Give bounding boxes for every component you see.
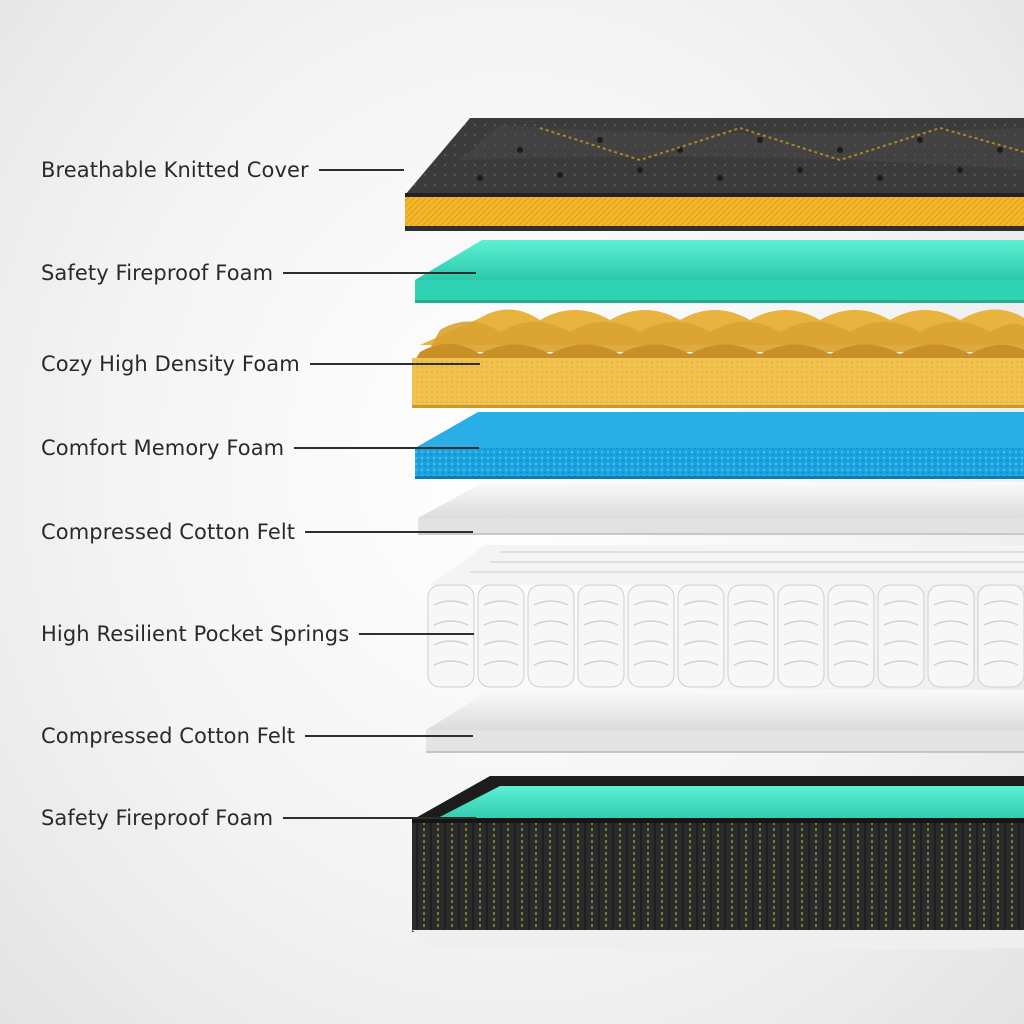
knitted-cover-layer xyxy=(405,118,1024,231)
leader-line xyxy=(305,735,474,737)
label-text: Cozy High Density Foam xyxy=(41,352,300,376)
label-cotton-felt-top: Compressed Cotton Felt xyxy=(41,517,474,547)
label-text: Compressed Cotton Felt xyxy=(41,724,296,748)
label-text: Breathable Knitted Cover xyxy=(41,158,309,182)
label-text: Comfort Memory Foam xyxy=(41,436,285,460)
label-fireproof-foam-base: Safety Fireproof Foam xyxy=(41,803,477,833)
cotton-felt-top-layer xyxy=(418,482,1024,535)
label-text: Safety Fireproof Foam xyxy=(41,261,274,285)
leader-line xyxy=(359,633,475,635)
fireproof-foam-top-layer xyxy=(415,240,1024,303)
label-text: Compressed Cotton Felt xyxy=(41,520,296,544)
leader-line xyxy=(283,272,477,274)
cotton-felt-bottom-layer xyxy=(426,690,1024,753)
leader-line xyxy=(305,531,474,533)
label-breathable-knitted-cover: Breathable Knitted Cover xyxy=(41,155,404,185)
label-fireproof-foam-top: Safety Fireproof Foam xyxy=(41,258,477,288)
label-high-density-foam: Cozy High Density Foam xyxy=(41,349,480,379)
label-memory-foam: Comfort Memory Foam xyxy=(41,433,480,463)
pocket-springs-layer xyxy=(427,545,1024,688)
fireproof-foam-base-layer xyxy=(412,776,1024,951)
label-pocket-springs: High Resilient Pocket Springs xyxy=(41,619,475,649)
leader-line xyxy=(318,169,404,171)
leader-line xyxy=(294,447,480,449)
label-text: High Resilient Pocket Springs xyxy=(41,622,350,646)
label-cotton-felt-bottom: Compressed Cotton Felt xyxy=(41,721,474,751)
label-text: Safety Fireproof Foam xyxy=(41,806,274,830)
high-density-foam-layer xyxy=(412,309,1024,408)
leader-line xyxy=(283,817,477,819)
memory-foam-layer xyxy=(415,412,1024,479)
leader-line xyxy=(309,363,480,365)
